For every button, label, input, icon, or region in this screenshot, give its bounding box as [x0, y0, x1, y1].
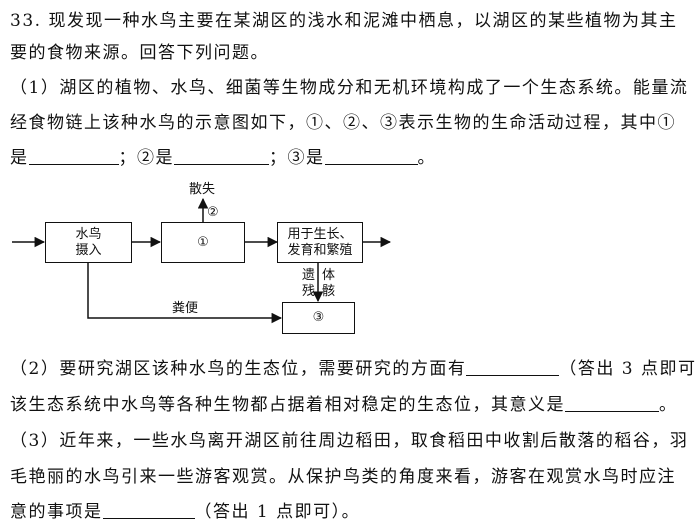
growth-box-line2: 发育和繁殖 — [287, 242, 353, 258]
answer-blank-5[interactable] — [565, 395, 659, 412]
dissipate-label: 散失 — [189, 182, 216, 197]
intake-box-line2: 摄入 — [75, 242, 102, 258]
part1-line-3: 是 ；②是 ；③是 。 — [10, 143, 436, 168]
process1-label: ① — [197, 234, 209, 250]
part2-line-2: 该生态系统中水鸟等各种生物都占据着相对稳定的生态位，其意义是 。 — [10, 390, 678, 415]
part1-line-1: （1）湖区的植物、水鸟、细菌等生物成分和无机环境构成了一个生态系统。能量流 — [10, 78, 689, 98]
part2-line-1: （2）要研究湖区该种水鸟的生态位，需要研究的方面有 （答出 3 点即可）。 — [10, 354, 696, 379]
answer-blank-6[interactable] — [102, 502, 195, 519]
part3-text-b: （答出 1 点即可）。 — [194, 502, 361, 522]
part2-text-b: （答出 3 点即可）。 — [559, 359, 696, 379]
remains-label-2: 残 — [302, 284, 316, 299]
answer-blank-4[interactable] — [466, 359, 560, 376]
part3-text-a: 意的事项是 — [10, 502, 103, 522]
intake-box: 水鸟 摄入 — [45, 222, 132, 263]
body-label-2: 骸 — [322, 284, 336, 299]
growth-box-line1: 用于生长、 — [287, 226, 353, 242]
part3-line-1: （3）近年来，一些水鸟离开湖区前往周边稻田，取食稻田中收割后散落的稻谷，羽 — [10, 431, 689, 451]
feces-arrow — [87, 262, 283, 324]
question-line-2: 要的食物来源。回答下列问题。 — [10, 43, 269, 63]
part2-text-d: 。 — [659, 395, 678, 415]
process3-label: ③ — [312, 310, 325, 325]
part1-text-a: 是 — [10, 148, 29, 168]
body-label-1: 体 — [322, 268, 336, 283]
feces-label: 粪便 — [172, 301, 199, 316]
process1-box: ① — [161, 222, 245, 263]
intake-box-line1: 水鸟 — [75, 226, 102, 242]
part2-text-c: 该生态系统中水鸟等各种生物都占据着相对稳定的生态位，其意义是 — [10, 395, 565, 415]
part1-text-b: ；②是 — [118, 148, 174, 168]
answer-blank-2[interactable] — [174, 148, 269, 165]
part1-text-c: ；③是 — [269, 148, 325, 168]
part1-text-d: 。 — [417, 148, 436, 168]
process3-box: ③ — [282, 302, 355, 334]
answer-blank-1[interactable] — [28, 148, 119, 165]
part3-line-3: 意的事项是 （答出 1 点即可）。 — [10, 497, 360, 522]
answer-blank-3[interactable] — [324, 148, 418, 165]
remains-label-1: 遗 — [302, 268, 316, 283]
process2-label: ② — [207, 205, 219, 220]
growth-box: 用于生长、 发育和繁殖 — [277, 222, 363, 263]
part3-line-2: 毛艳丽的水鸟引来一些游客观赏。从保护鸟类的角度来看，游客在观赏水鸟时应注 — [10, 467, 676, 487]
question-line-1: 33. 现发现一种水鸟主要在某湖区的浅水和泥滩中栖息，以湖区的某些植物为其主 — [10, 11, 678, 31]
part2-text-a: （2）要研究湖区该种水鸟的生态位，需要研究的方面有 — [10, 359, 467, 379]
part1-line-2: 经食物链上该种水鸟的示意图如下，①、②、③表示生物的生命活动过程，其中① — [10, 113, 676, 133]
